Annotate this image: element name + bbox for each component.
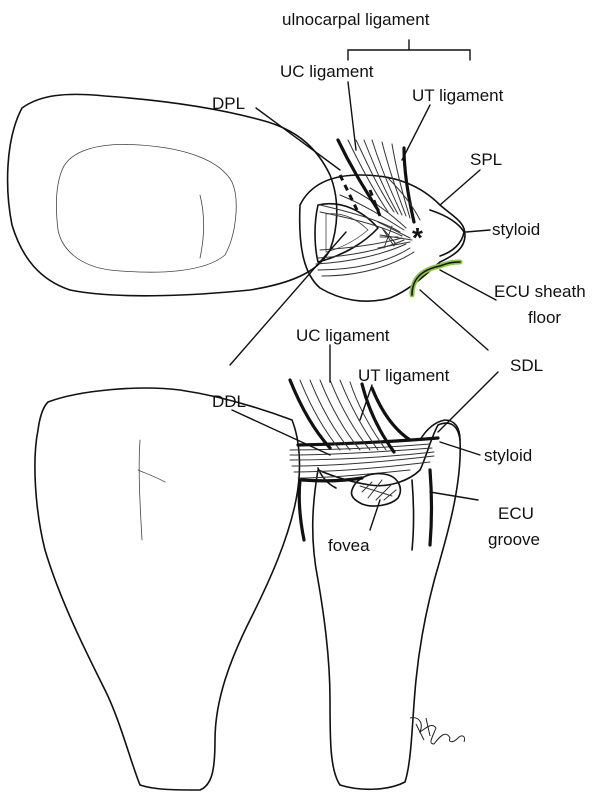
ecu-groove-label-2: groove bbox=[488, 530, 540, 549]
top-view bbox=[8, 94, 465, 301]
ddl-label: DDL bbox=[212, 392, 246, 411]
sdl-label: SDL bbox=[510, 356, 543, 375]
dpl-dashes bbox=[340, 175, 358, 212]
uc-ligament-label-top: UC ligament bbox=[280, 62, 374, 81]
radius-crack bbox=[138, 440, 165, 540]
bottom-view bbox=[35, 380, 460, 790]
styloid-label-top: styloid bbox=[492, 220, 540, 239]
spl-label: SPL bbox=[470, 150, 502, 169]
fossa-ridge bbox=[200, 195, 204, 258]
asterisk-mark: * bbox=[412, 224, 423, 252]
ulna-bottom bbox=[313, 423, 460, 789]
radius-bottom bbox=[35, 388, 300, 790]
ecu-groove-label-1: ECU bbox=[498, 504, 534, 523]
fovea-label: fovea bbox=[328, 536, 370, 555]
scaphoid-fossa bbox=[56, 144, 236, 272]
fovea-hatch bbox=[360, 480, 396, 500]
ulna-head-top bbox=[300, 175, 465, 301]
ulnocarpal-bracket bbox=[348, 40, 470, 60]
ecu-groove-line bbox=[430, 470, 432, 545]
ecu-sheath-floor-label-1: ECU sheath bbox=[494, 282, 586, 301]
artist-signature bbox=[410, 718, 465, 744]
styloid-label-bottom: styloid bbox=[484, 446, 532, 465]
druj-edge bbox=[299, 480, 304, 540]
leader-lines bbox=[230, 40, 498, 530]
ut-ligament-label-bottom: UT ligament bbox=[358, 366, 449, 385]
ecu-sheath-floor-label-2: floor bbox=[528, 308, 561, 327]
ecu-groove-line-2 bbox=[412, 480, 414, 550]
ulnocarpal-fibers-top bbox=[338, 140, 420, 222]
uc-ligament-label-bottom: UC ligament bbox=[296, 326, 390, 345]
ut-ligament-label-top: UT ligament bbox=[412, 86, 503, 105]
dpl-label: DPL bbox=[212, 94, 245, 113]
ulnocarpal-ligament-label: ulnocarpal ligament bbox=[282, 10, 429, 29]
